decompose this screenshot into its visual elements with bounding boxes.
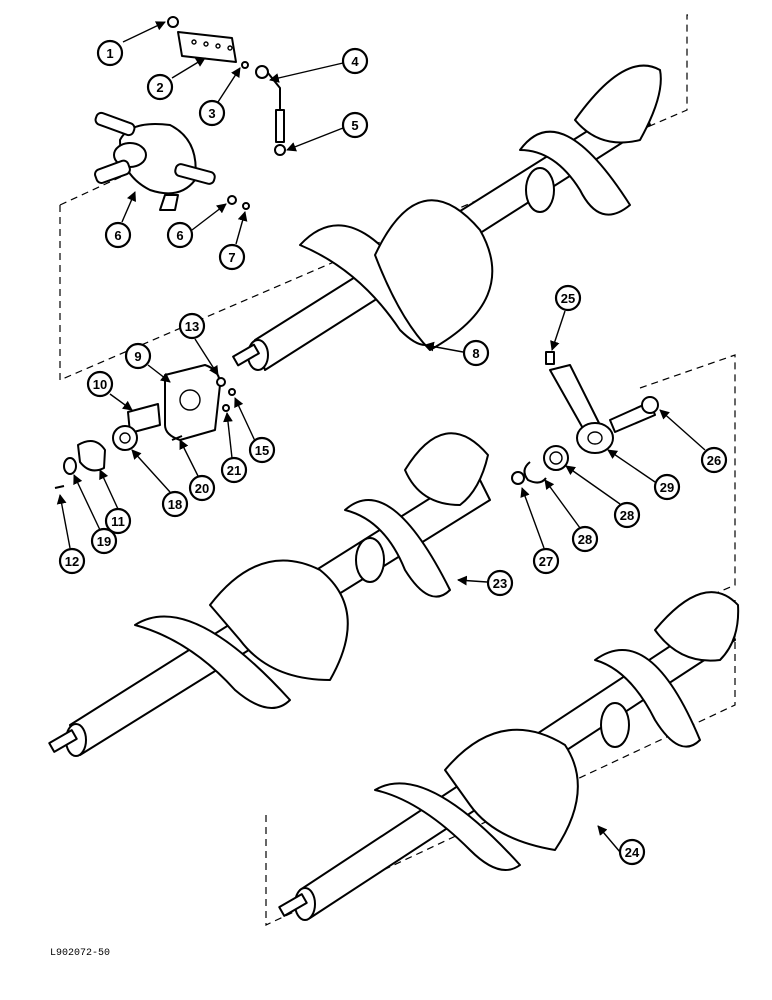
svg-text:12: 12 [65, 554, 79, 569]
callout-29: 28 [544, 479, 599, 553]
callout-4: 8 [424, 339, 490, 367]
callout-25: 23 [457, 569, 514, 597]
callout-28-right: 26 [659, 409, 728, 474]
callout-8: 13 [178, 312, 219, 376]
callout-23: 28 [565, 465, 641, 529]
gearbox-assembly [94, 111, 216, 211]
callout-28-left: 27 [520, 487, 560, 575]
callout-5: 9 [124, 342, 171, 383]
svg-text:7: 7 [228, 250, 235, 265]
svg-text:4: 4 [351, 54, 359, 69]
svg-text:27: 27 [539, 554, 553, 569]
callout-24: 29 [607, 449, 681, 501]
callout-12: 20 [179, 439, 216, 502]
callout-1: 6 [104, 191, 136, 249]
phantom-line-middle-assembly [639, 354, 736, 601]
reference-code: L902072-50 [50, 948, 111, 959]
callout-3: 6 [166, 203, 227, 249]
lower-auger [278, 591, 740, 921]
bearing-hardware [54, 364, 236, 489]
callout-27: 25 [550, 284, 582, 351]
svg-text:29: 29 [660, 480, 674, 495]
svg-text:10: 10 [93, 377, 107, 392]
svg-text:24: 24 [625, 845, 640, 860]
svg-text:13: 13 [185, 319, 199, 334]
callout-19: 3 [198, 67, 241, 127]
callout-20: 2 [146, 57, 206, 101]
callout-15: 4 [269, 47, 369, 83]
svg-text:8: 8 [472, 346, 479, 361]
phantom-line-top-assembly [59, 14, 688, 381]
svg-text:28: 28 [620, 508, 634, 523]
svg-text:3: 3 [208, 106, 215, 121]
callout-7: 12 [56, 494, 86, 575]
svg-text:1: 1 [106, 46, 113, 61]
svg-text:6: 6 [176, 228, 183, 243]
callout-21: 1 [96, 21, 166, 67]
svg-text:23: 23 [493, 576, 507, 591]
upper-auger [232, 64, 662, 371]
callout-26: 24 [597, 825, 646, 866]
svg-text:15: 15 [255, 443, 269, 458]
svg-text:2: 2 [156, 80, 163, 95]
svg-text:21: 21 [227, 463, 241, 478]
svg-text:18: 18 [168, 497, 182, 512]
middle-auger [48, 432, 491, 757]
svg-text:25: 25 [561, 291, 575, 306]
callout-2: 7 [218, 211, 248, 271]
svg-text:19: 19 [97, 534, 111, 549]
callout-10: 18 [131, 449, 189, 518]
svg-text:11: 11 [111, 514, 125, 529]
callout-9: 15 [234, 397, 276, 464]
drive-arm-hardware [511, 351, 659, 485]
callout-11: 19 [73, 474, 118, 555]
svg-text:26: 26 [707, 453, 721, 468]
callout-18: 5 [286, 111, 369, 152]
callout-6-lower: 11 [99, 469, 132, 535]
phantom-line-bottom-assembly [265, 600, 736, 926]
callout-6-upper: 10 [86, 370, 133, 411]
svg-text:28: 28 [578, 532, 592, 547]
svg-text:20: 20 [195, 481, 209, 496]
svg-text:5: 5 [351, 118, 358, 133]
svg-text:9: 9 [134, 349, 141, 364]
callout-13: 21 [220, 412, 248, 484]
svg-text:6: 6 [114, 228, 121, 243]
